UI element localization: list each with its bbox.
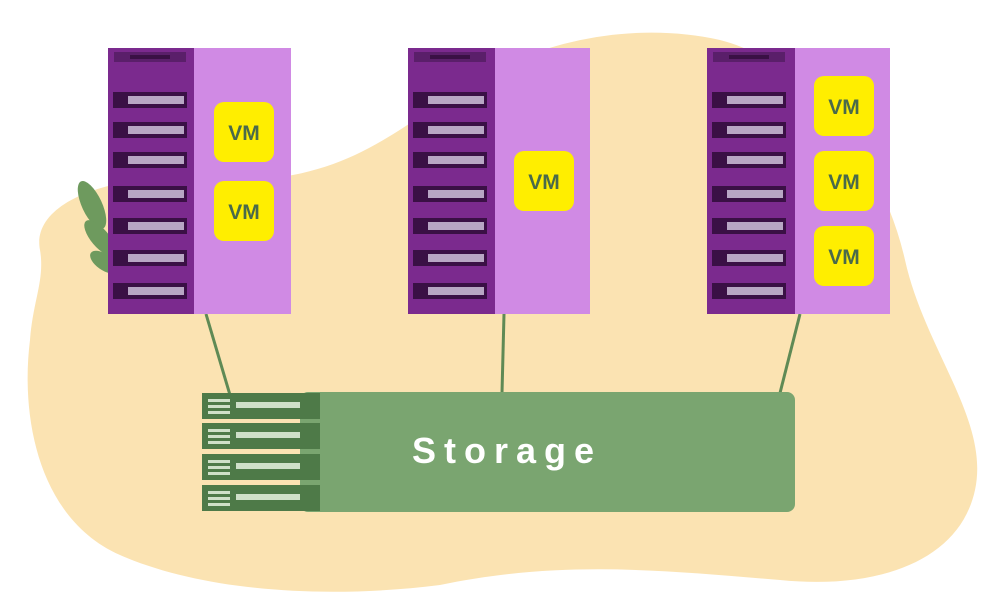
unit-grille bbox=[428, 222, 484, 230]
unit-stripe bbox=[208, 405, 230, 408]
unit-grille bbox=[128, 190, 184, 198]
server-rack bbox=[108, 48, 194, 314]
unit-grille bbox=[428, 126, 484, 134]
unit-grille bbox=[727, 126, 783, 134]
vm-box bbox=[214, 102, 274, 162]
rack-top-slot bbox=[430, 55, 470, 59]
unit-stripe bbox=[208, 411, 230, 414]
unit-stripe bbox=[208, 466, 230, 469]
unit-grille bbox=[128, 287, 184, 295]
server-rack bbox=[707, 48, 795, 314]
vm-box bbox=[214, 181, 274, 241]
leaf bbox=[77, 181, 107, 229]
unit-stripe bbox=[208, 460, 230, 463]
unit-grille bbox=[727, 254, 783, 262]
storage-array: Storage bbox=[202, 392, 795, 512]
connector-lines bbox=[204, 313, 802, 396]
vm-label: VM bbox=[528, 171, 560, 194]
storage-panel bbox=[300, 392, 795, 512]
server-host-1: VM VM bbox=[108, 48, 291, 314]
unit-dots bbox=[236, 494, 300, 500]
unit-grille bbox=[428, 96, 484, 104]
vm-label: VM bbox=[828, 96, 860, 119]
unit-grille bbox=[128, 96, 184, 104]
unit-stripe bbox=[208, 441, 230, 444]
leaf bbox=[84, 220, 116, 256]
vm-box bbox=[814, 226, 874, 286]
unit-grille bbox=[727, 287, 783, 295]
unit-grille bbox=[128, 126, 184, 134]
unit-grille bbox=[727, 190, 783, 198]
server-host-2: VM bbox=[408, 48, 590, 314]
rack-unit-grilles bbox=[428, 96, 484, 295]
unit-stripe bbox=[208, 497, 230, 500]
unit-grille bbox=[428, 287, 484, 295]
storage-unit-details bbox=[208, 399, 300, 506]
vm-label: VM bbox=[228, 201, 260, 224]
connector-line bbox=[778, 313, 802, 394]
unit-stripe bbox=[208, 472, 230, 475]
vm-box bbox=[814, 151, 874, 211]
vm-label: VM bbox=[828, 171, 860, 194]
vm-box bbox=[814, 76, 874, 136]
unit-dots bbox=[236, 463, 300, 469]
unit-stripe bbox=[208, 435, 230, 438]
rack-unit-grilles bbox=[128, 96, 184, 295]
vm-label: VM bbox=[228, 122, 260, 145]
rack-unit-grilles bbox=[727, 96, 783, 295]
unit-stripe bbox=[208, 503, 230, 506]
unit-grille bbox=[727, 222, 783, 230]
unit-grille bbox=[727, 156, 783, 164]
unit-stripe bbox=[208, 399, 230, 402]
unit-grille bbox=[128, 156, 184, 164]
unit-grille bbox=[128, 222, 184, 230]
connector-line bbox=[500, 313, 506, 394]
unit-stripe bbox=[208, 491, 230, 494]
vm-label: VM bbox=[828, 246, 860, 269]
storage-label: Storage bbox=[412, 430, 602, 471]
unit-dots bbox=[236, 402, 300, 408]
rack-top-slot bbox=[130, 55, 170, 59]
unit-grille bbox=[428, 190, 484, 198]
unit-grille bbox=[428, 254, 484, 262]
connector-line bbox=[204, 313, 232, 396]
unit-dots bbox=[236, 432, 300, 438]
unit-grille bbox=[128, 254, 184, 262]
unit-grille bbox=[727, 96, 783, 104]
server-rack bbox=[408, 48, 495, 314]
server-host-3: VM VM VM bbox=[707, 48, 890, 314]
unit-grille bbox=[428, 156, 484, 164]
unit-stripe bbox=[208, 429, 230, 432]
vm-box bbox=[514, 151, 574, 211]
rack-top-slot bbox=[729, 55, 769, 59]
